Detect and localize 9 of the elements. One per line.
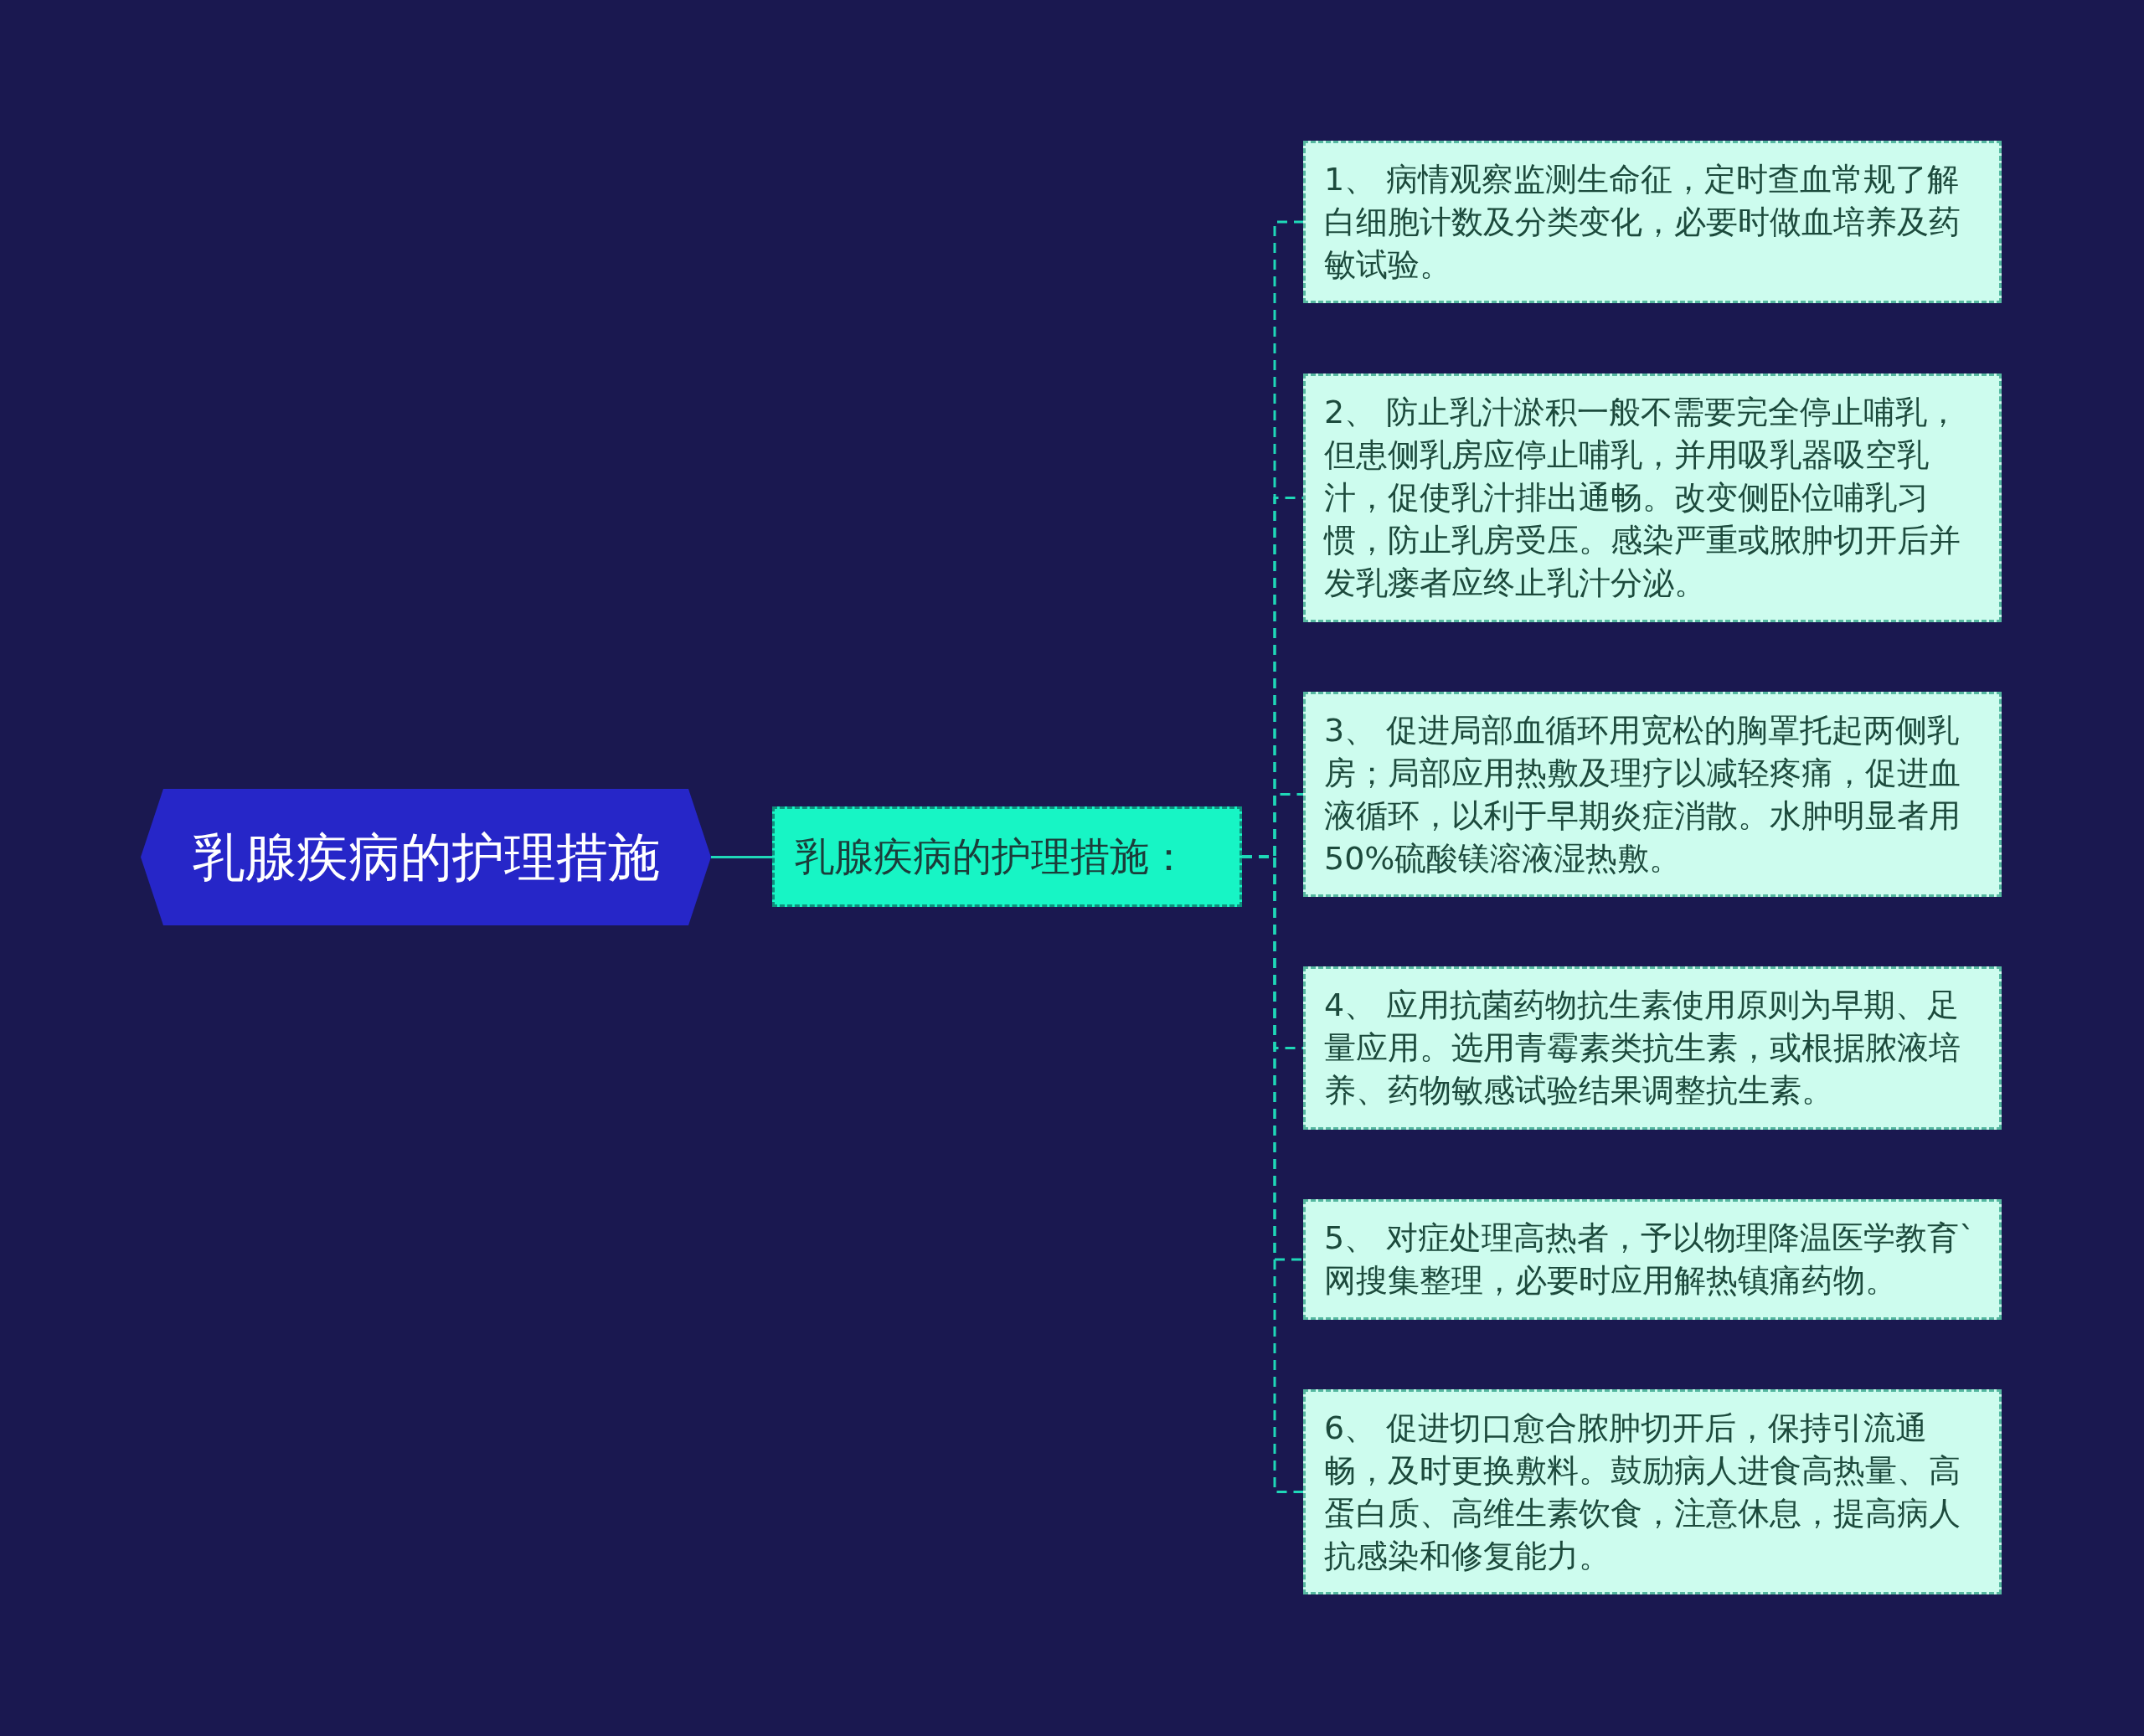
topic-box: 乳腺疾病的护理措施 — [141, 789, 711, 925]
note-box: 2、 防止乳汁淤积一般不需要完全停止哺乳，但患侧乳房应停止哺乳，并用吸乳器吸空乳汁，促使乳汁排出通畅。改变侧卧位哺乳习惯，防止乳房受压。感染严重或脓肿切开后并发乳瘘者应终止乳汁分泌。 — [1303, 373, 2002, 622]
note-box: 4、 应用抗菌药物抗生素使用原则为早期、足量应用。选用青霉素类抗生素，或根据脓液培养、药物敏感试验结果调整抗生素。 — [1303, 966, 2002, 1130]
note-box: 3、 促进局部血循环用宽松的胸罩托起两侧乳房；局部应用热敷及理疗以减轻疼痛，促进血液循环，以利于早期炎症消散。水肿明显者用50%硫酸镁溶液湿热敷。 — [1303, 692, 2002, 897]
branch-box: 乳腺疾病的护理措施： — [772, 806, 1242, 907]
connector-line — [711, 856, 772, 858]
note-box: 5、 对症处理高热者，予以物理降温医学教育`网搜集整理，必要时应用解热镇痛药物。 — [1303, 1199, 2002, 1320]
note-box: 6、 促进切口愈合脓肿切开后，保持引流通畅，及时更换敷料。鼓励病人进食高热量、高蛋白质、高维生素饮食，注意休息，提高病人抗感染和修复能力。 — [1303, 1389, 2002, 1594]
note-box: 1、 病情观察监测生命征，定时查血常规了解白细胞计数及分类变化，必要时做血培养及药敏试验。 — [1303, 141, 2002, 303]
